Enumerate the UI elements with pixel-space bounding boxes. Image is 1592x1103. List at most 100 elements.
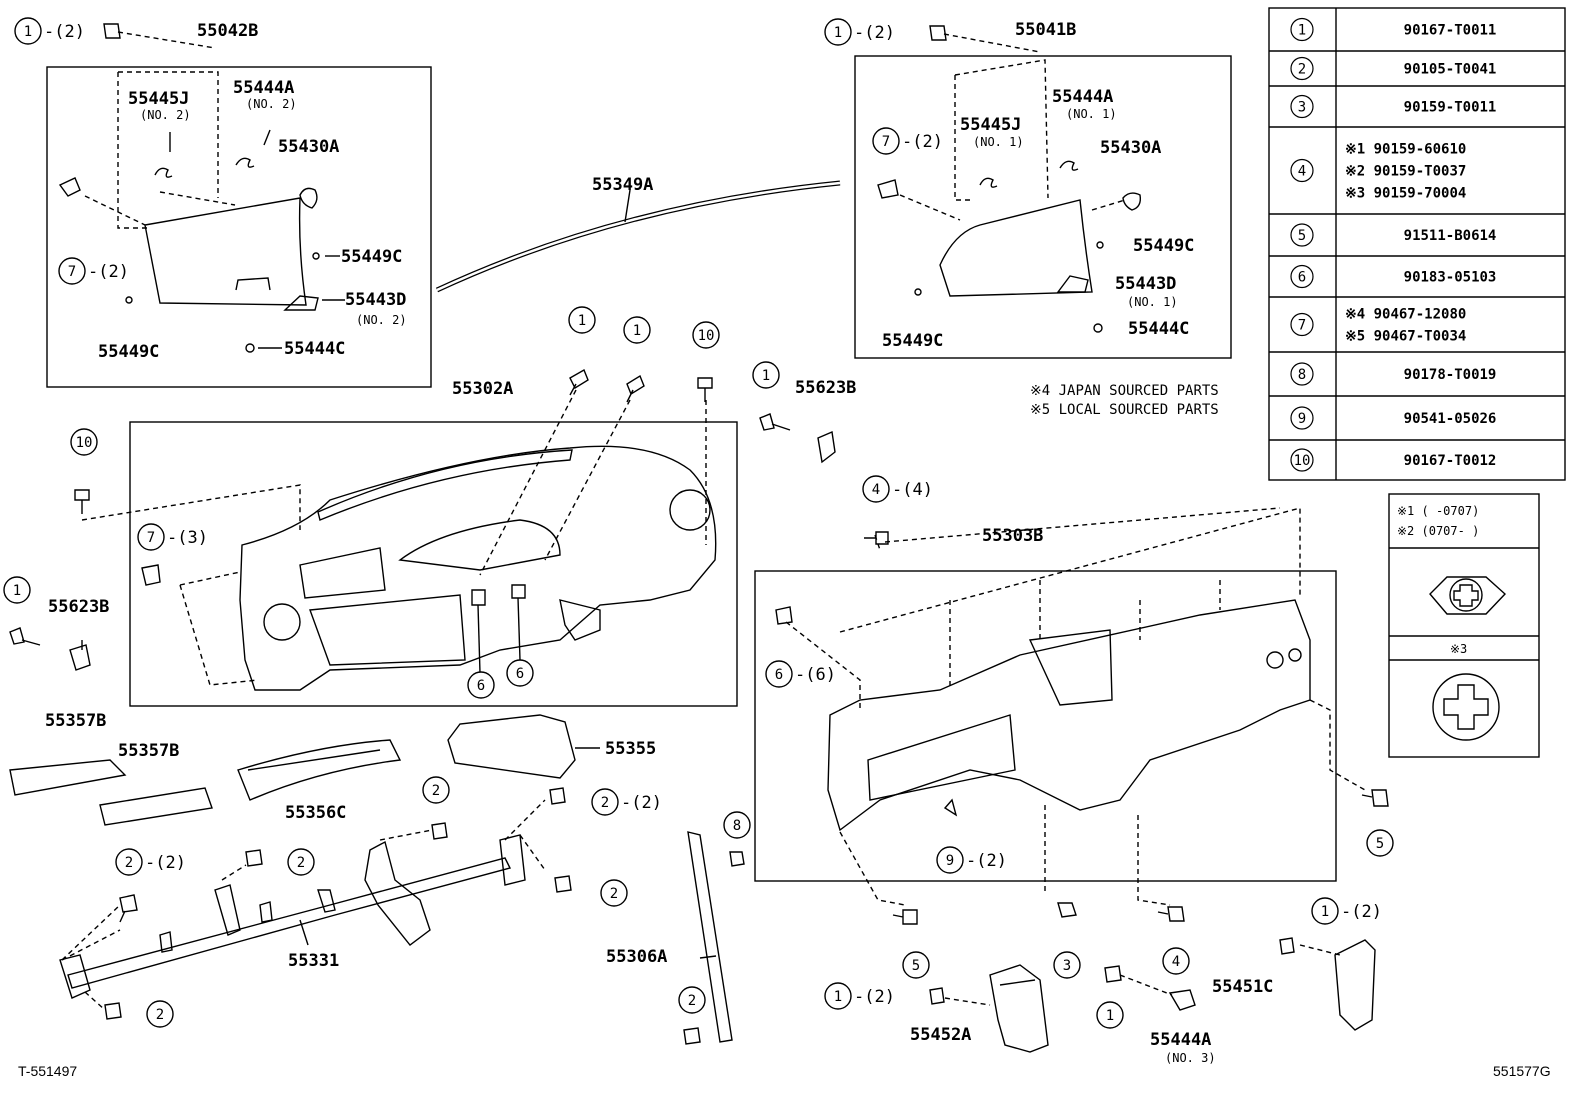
table-ref-number: 10 bbox=[1294, 453, 1311, 469]
label-55452A: 55452A bbox=[910, 1025, 971, 1045]
callout-number: 1 bbox=[834, 25, 842, 41]
label-55356C: 55356C bbox=[285, 803, 346, 823]
label-55445J-right-sub: (NO. 1) bbox=[973, 135, 1024, 149]
screw-icon bbox=[626, 374, 645, 403]
label-55449C-right1: 55449C bbox=[1133, 236, 1194, 256]
callout-number: 6 bbox=[516, 666, 524, 682]
cushion-icon bbox=[1096, 241, 1104, 249]
callout-number: 7 bbox=[882, 134, 890, 150]
clip-icon bbox=[877, 179, 899, 199]
part-labels: 55042B 55445J (NO. 2) 55444A (NO. 2) 554… bbox=[18, 20, 1551, 1079]
label-55449C-right2: 55449C bbox=[882, 331, 943, 351]
callout-number: 5 bbox=[1376, 836, 1384, 852]
legend-line2: ※2 (0707- ) bbox=[1397, 524, 1479, 538]
callout-number: 9 bbox=[946, 853, 954, 869]
lower-glove-opening bbox=[867, 714, 1016, 801]
table-ref-circle bbox=[1290, 56, 1314, 81]
callout-circle bbox=[115, 848, 143, 876]
table-part-number: ※1 90159-60610 bbox=[1345, 142, 1466, 158]
stopper-icon bbox=[283, 295, 319, 311]
callout-quantity: -(6) bbox=[795, 665, 836, 685]
nut-icon bbox=[511, 584, 526, 599]
callout-number: 3 bbox=[1063, 958, 1071, 974]
lower-panel-body bbox=[827, 599, 1311, 832]
label-55306A: 55306A bbox=[606, 947, 667, 967]
table-part-number: 90167-T0012 bbox=[1404, 453, 1497, 469]
note-japan-sourced: ※4 JAPAN SOURCED PARTS bbox=[1030, 383, 1219, 399]
callout-number: 5 bbox=[912, 958, 920, 974]
label-55357B-1: 55357B bbox=[45, 711, 106, 731]
nut-icon bbox=[729, 851, 745, 867]
clip-icon bbox=[141, 564, 161, 586]
callout-number: 1 bbox=[578, 313, 586, 329]
callout-circle bbox=[862, 475, 890, 503]
callout-number: 1 bbox=[13, 583, 21, 599]
label-55444A-left: 55444A bbox=[233, 78, 294, 98]
cover-55357B-a bbox=[9, 759, 127, 796]
label-55444C-right: 55444C bbox=[1128, 319, 1189, 339]
table-ref-number: 1 bbox=[1298, 23, 1306, 39]
screw-icon bbox=[759, 413, 791, 431]
callout-number: 6 bbox=[477, 678, 485, 694]
label-55449C-left2: 55449C bbox=[98, 342, 159, 362]
instrument-panel-body bbox=[239, 445, 717, 691]
damper-icon bbox=[1122, 192, 1142, 211]
screw-icon bbox=[9, 627, 41, 646]
table-ref-circle bbox=[1290, 448, 1314, 472]
label-55357B-2: 55357B bbox=[118, 741, 179, 761]
callout-quantity: -(2) bbox=[621, 793, 662, 813]
label-55451C: 55451C bbox=[1212, 977, 1273, 997]
callout-circle bbox=[902, 951, 930, 979]
label-55349A: 55349A bbox=[592, 175, 653, 195]
cushion-icon bbox=[125, 296, 133, 304]
bracket-icon bbox=[69, 644, 91, 671]
spring-icon bbox=[979, 177, 998, 188]
callout-quantity: -(3) bbox=[167, 528, 208, 548]
callout-circle bbox=[591, 788, 619, 816]
table-part-number: 90167-T0011 bbox=[1404, 23, 1497, 39]
label-55303B: 55303B bbox=[982, 526, 1043, 546]
bolt-icon bbox=[431, 822, 448, 840]
screw-icon bbox=[103, 23, 121, 39]
bolt-icon bbox=[119, 894, 138, 923]
bolt-icon bbox=[697, 377, 713, 402]
callout-circle bbox=[678, 986, 706, 1014]
cover-55357B-b bbox=[99, 787, 213, 826]
callout-circle bbox=[146, 1000, 174, 1028]
table-ref-circle bbox=[1290, 264, 1314, 289]
table-ref-number: 6 bbox=[1298, 270, 1306, 286]
label-55443D-right: 55443D bbox=[1115, 274, 1176, 294]
bolt-icon bbox=[74, 489, 90, 514]
label-55444A-right: 55444A bbox=[1052, 87, 1113, 107]
bolt-icon bbox=[245, 849, 263, 867]
callout-circle bbox=[1366, 829, 1394, 857]
label-55430A-right: 55430A bbox=[1100, 138, 1161, 158]
callout-number: 10 bbox=[76, 435, 93, 451]
nut-icon bbox=[1057, 902, 1077, 918]
callout-circle bbox=[824, 982, 852, 1010]
callout-number: 4 bbox=[872, 482, 880, 498]
callout-circle bbox=[14, 17, 42, 45]
screw-icon bbox=[929, 987, 945, 1005]
table-ref-number: 5 bbox=[1298, 228, 1306, 244]
callout-circle bbox=[137, 523, 165, 551]
nut-icon bbox=[471, 589, 486, 606]
screw-icon bbox=[929, 25, 947, 41]
reinforcement-beam bbox=[67, 857, 512, 989]
callout-circle bbox=[506, 659, 534, 687]
instrument-panel-group bbox=[81, 389, 738, 707]
instrument-panel-frame bbox=[129, 421, 738, 707]
table-ref-circle bbox=[1290, 94, 1314, 119]
table-part-number: 91511-B0614 bbox=[1404, 228, 1497, 244]
label-55449C-left1: 55449C bbox=[341, 247, 402, 267]
footer-right-code: 551577G bbox=[1493, 1063, 1551, 1079]
lower-panel-group bbox=[754, 507, 1366, 906]
table-ref-circle bbox=[1290, 362, 1314, 386]
bracket-icon bbox=[1168, 989, 1196, 1011]
label-55445J-right: 55445J bbox=[960, 115, 1021, 135]
phillips-icon bbox=[1453, 584, 1479, 607]
callout-number: 2 bbox=[688, 993, 696, 1009]
